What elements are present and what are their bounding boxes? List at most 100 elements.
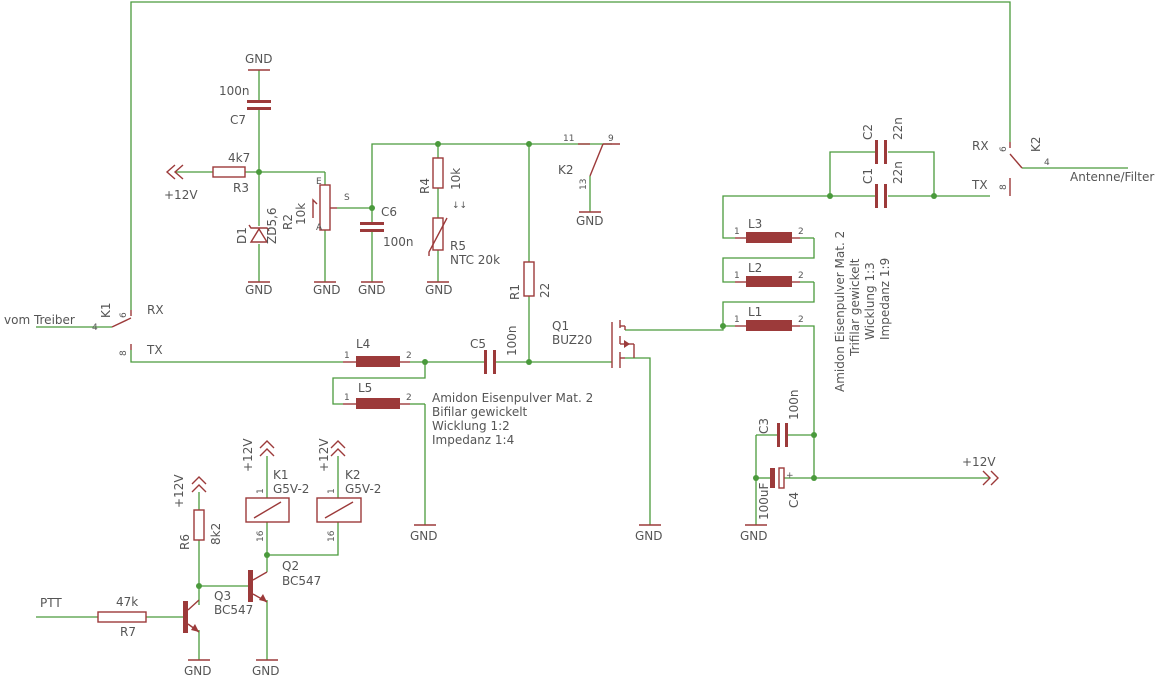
wires <box>36 1 1128 660</box>
resistor-r4: R4 10k <box>418 157 463 194</box>
svg-text:GND: GND <box>425 283 453 297</box>
svg-text:K1: K1 <box>273 468 289 482</box>
svg-text:1: 1 <box>256 488 266 494</box>
svg-text:Q3: Q3 <box>214 589 231 603</box>
svg-text:Wicklung 1:3: Wicklung 1:3 <box>863 262 877 340</box>
potentiometer-r2: E A S R2 10k <box>281 177 350 233</box>
capacitor-c5: C5 100n <box>470 325 519 374</box>
svg-text:Amidon Eisenpulver Mat. 2: Amidon Eisenpulver Mat. 2 <box>833 231 847 392</box>
supply-r6: +12V <box>172 474 207 508</box>
svg-text:L1: L1 <box>748 305 762 319</box>
svg-text:Q1: Q1 <box>552 319 569 333</box>
svg-text:4k7: 4k7 <box>228 151 250 165</box>
svg-text:S: S <box>344 193 350 203</box>
svg-text:Antenne/Filter: Antenne/Filter <box>1070 170 1154 184</box>
svg-text:2: 2 <box>798 315 804 325</box>
svg-text:K2: K2 <box>1029 136 1043 152</box>
svg-text:13: 13 <box>579 179 589 190</box>
inductor-l5: 1 2 L5 <box>343 381 412 409</box>
svg-text:R4: R4 <box>418 178 432 194</box>
svg-text:1: 1 <box>734 227 740 237</box>
svg-text:R3: R3 <box>233 181 249 195</box>
resistor-r6: R6 8k2 <box>178 509 223 550</box>
gnd-r5: GND <box>425 281 453 297</box>
svg-text:vom Treiber: vom Treiber <box>4 313 75 327</box>
svg-text:C1: C1 <box>861 168 875 184</box>
svg-text:100n: 100n <box>383 235 414 249</box>
svg-text:GND: GND <box>245 52 273 66</box>
svg-text:1: 1 <box>327 488 337 494</box>
svg-text:+12V: +12V <box>317 438 331 472</box>
ntc-r5: ↓↓ R5 NTC 20k <box>428 201 500 267</box>
svg-text:A: A <box>316 223 323 233</box>
svg-text:Wicklung 1:2: Wicklung 1:2 <box>432 419 510 433</box>
svg-text:Bifilar gewickelt: Bifilar gewickelt <box>432 405 528 419</box>
svg-text:Amidon Eisenpulver Mat. 2: Amidon Eisenpulver Mat. 2 <box>432 391 593 405</box>
svg-text:RX: RX <box>147 303 164 317</box>
svg-text:GND: GND <box>245 283 273 297</box>
svg-text:6: 6 <box>999 146 1009 152</box>
svg-text:PTT: PTT <box>40 596 62 610</box>
gnd-d1: GND <box>245 281 273 297</box>
svg-text:22n: 22n <box>891 161 905 184</box>
svg-text:+: + <box>786 471 794 481</box>
svg-text:22n: 22n <box>891 117 905 140</box>
svg-text:+12V: +12V <box>164 188 198 202</box>
svg-text:+12V: +12V <box>172 474 186 508</box>
resistor-r7: 47k R7 PTT <box>40 595 147 639</box>
svg-text:C3: C3 <box>757 418 771 434</box>
svg-text:11: 11 <box>563 134 574 144</box>
svg-text:K1: K1 <box>99 302 113 318</box>
svg-text:2: 2 <box>798 271 804 281</box>
resistor-r1: R1 22 <box>508 261 552 300</box>
svg-text:1: 1 <box>734 315 740 325</box>
svg-text:BC547: BC547 <box>282 574 321 588</box>
capacitor-c6: C6 100n <box>360 205 414 249</box>
gnd-c7: GND <box>245 52 273 71</box>
capacitor-c1: C1 22n <box>861 161 905 208</box>
inductor-l1: 1 2 L1 <box>734 305 804 331</box>
svg-text:8: 8 <box>999 184 1009 190</box>
gnd-r2: GND <box>313 281 341 297</box>
relay-k2-coil: 1 16 K2 G5V-2 <box>316 468 381 542</box>
svg-text:22: 22 <box>538 283 552 298</box>
svg-text:C5: C5 <box>470 337 486 351</box>
svg-text:Impedanz 1:4: Impedanz 1:4 <box>432 433 514 447</box>
resistor-r3: 4k7 R3 <box>212 151 250 195</box>
svg-text:C2: C2 <box>861 124 875 140</box>
svg-text:↓↓: ↓↓ <box>452 201 467 211</box>
gnd-c6: GND <box>358 281 386 297</box>
transistor-q3: Q3 BC547 <box>183 589 253 633</box>
svg-text:100uF: 100uF <box>757 482 771 520</box>
svg-text:K2: K2 <box>345 468 361 482</box>
svg-text:2: 2 <box>406 393 412 403</box>
transistor-q2: Q2 BC547 <box>248 559 321 603</box>
svg-text:Q2: Q2 <box>282 559 299 573</box>
relay-k1-coil: 1 16 K1 G5V-2 <box>245 468 309 542</box>
svg-text:TX: TX <box>971 178 988 192</box>
svg-text:GND: GND <box>313 283 341 297</box>
svg-text:R2: R2 <box>281 214 295 230</box>
relay-k2-contact-top: 11 9 13 K2 <box>558 134 620 190</box>
svg-text:C7: C7 <box>230 113 246 127</box>
svg-text:GND: GND <box>576 214 604 228</box>
svg-text:Impedanz 1:9: Impedanz 1:9 <box>878 258 892 340</box>
svg-text:R1: R1 <box>508 284 522 300</box>
svg-text:L4: L4 <box>356 337 370 351</box>
svg-text:G5V-2: G5V-2 <box>345 482 381 496</box>
svg-text:100n: 100n <box>219 84 250 98</box>
svg-text:6: 6 <box>119 312 129 318</box>
svg-text:R6: R6 <box>178 534 192 550</box>
svg-text:16: 16 <box>327 530 337 542</box>
svg-text:4: 4 <box>1044 158 1050 168</box>
inductor-l4: 1 2 L4 <box>343 337 412 367</box>
supply-right: +12V <box>962 455 999 486</box>
svg-text:1: 1 <box>344 351 350 361</box>
capacitor-c4: + 100uF C4 <box>757 467 801 520</box>
gnd-symbols: GND GND GND GND GND GND GND GND GND GND … <box>184 52 768 678</box>
svg-text:R7: R7 <box>120 625 136 639</box>
svg-text:2: 2 <box>798 227 804 237</box>
svg-text:4: 4 <box>92 323 98 333</box>
supply-k2: +12V <box>317 438 346 472</box>
